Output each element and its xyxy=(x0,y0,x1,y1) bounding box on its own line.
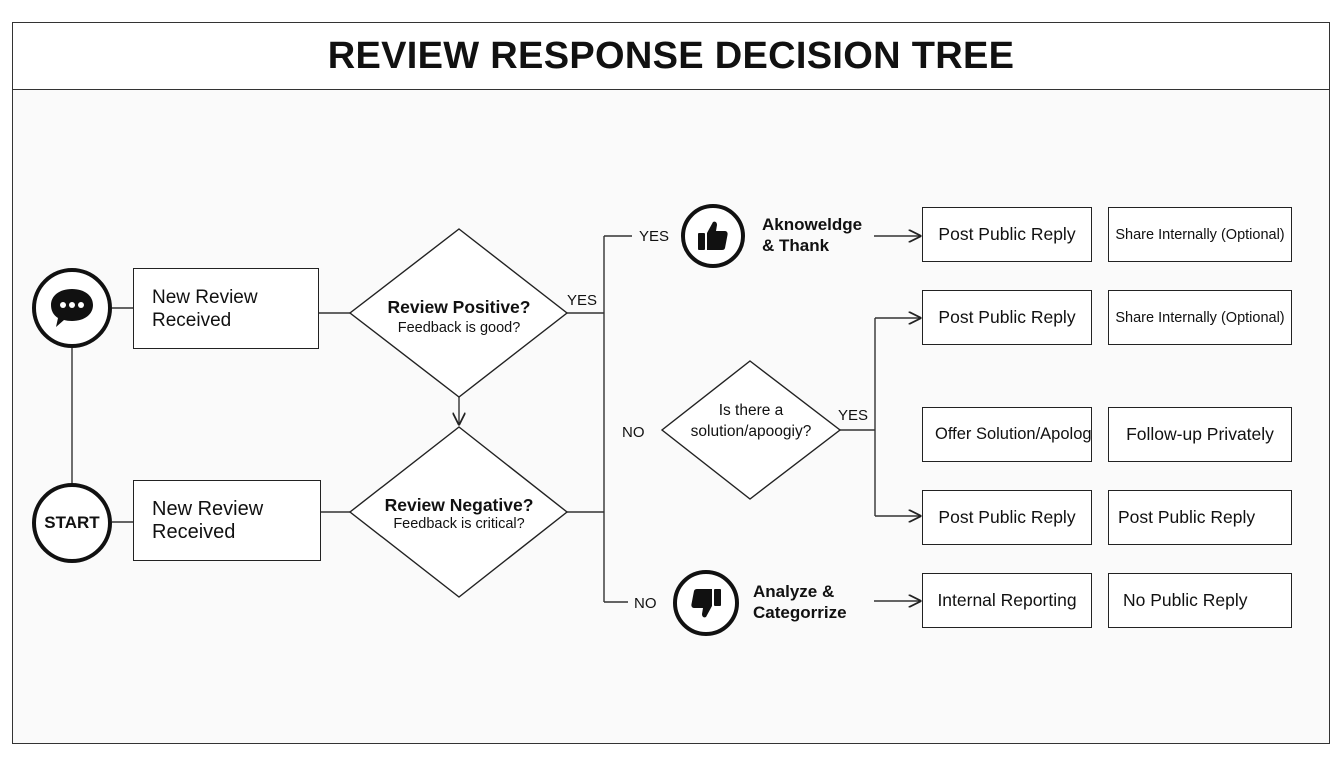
negative-question-sub: Feedback is critical? xyxy=(393,516,525,532)
action-row5-primary: Internal Reporting xyxy=(922,573,1092,628)
chat-node xyxy=(32,268,112,348)
thumbs-up-node xyxy=(681,204,745,268)
acknowledge-thank-label: Aknoweldge & Thank xyxy=(762,215,863,255)
negative-diamond xyxy=(348,426,569,598)
diagram-title: REVIEW RESPONSE DECISION TREE xyxy=(327,34,1015,77)
yes-solution-label: YES xyxy=(838,407,869,424)
action-row2-secondary: Share Internally (Optional) xyxy=(1108,290,1292,345)
action-row3-secondary: Follow-up Privately xyxy=(1108,407,1292,462)
action-row4-secondary-label: Post Public Reply xyxy=(1118,507,1256,527)
action-row5-secondary-label: No Public Reply xyxy=(1123,590,1248,610)
action-row2-primary: Post Public Reply xyxy=(922,290,1092,345)
action-row2-primary-label: Post Public Reply xyxy=(938,307,1076,327)
positive-question-title: Review Positive? xyxy=(387,297,531,317)
thumbs-up-icon xyxy=(698,221,728,250)
action-row1-secondary: Share Internally (Optional) xyxy=(1108,207,1292,262)
action-row4-secondary: Post Public Reply xyxy=(1108,490,1292,545)
yes-branch-label: YES xyxy=(639,228,670,245)
action-row3-primary-label: Offer Solution/Apologiy xyxy=(935,425,1092,443)
new-review-bottom-label: New Review Received xyxy=(152,497,264,543)
new-review-bottom-box: New Review Received xyxy=(133,480,321,561)
new-review-top-box: New Review Received xyxy=(133,268,319,349)
action-row3-secondary-label: Follow-up Privately xyxy=(1126,424,1274,444)
solution-diamond xyxy=(660,360,842,500)
analyze-categorize-label: Analyze & Categorrize xyxy=(753,582,847,622)
action-row3-primary: Offer Solution/Apologiy xyxy=(922,407,1092,462)
start-node: START xyxy=(32,483,112,563)
solution-question-line1: Is there a xyxy=(718,402,784,419)
speech-bubble-icon xyxy=(51,289,93,327)
action-row5-primary-label: Internal Reporting xyxy=(937,590,1077,610)
positive-question-sub: Feedback is good? xyxy=(397,320,521,336)
action-row5-secondary: No Public Reply xyxy=(1108,573,1292,628)
solution-question-line2: solution/apoogiy? xyxy=(690,423,812,440)
start-label: START xyxy=(44,513,100,532)
action-row1-secondary-label: Share Internally (Optional) xyxy=(1115,226,1285,243)
no-bottom-label: NO xyxy=(634,595,657,612)
action-row1-primary-label: Post Public Reply xyxy=(938,224,1076,244)
positive-diamond xyxy=(348,228,569,398)
action-row2-secondary-label: Share Internally (Optional) xyxy=(1115,309,1285,326)
yes-positive-label: YES xyxy=(567,292,598,309)
thumbs-down-icon xyxy=(691,589,721,618)
negative-question-title: Review Negative? xyxy=(384,495,534,515)
action-row4-primary: Post Public Reply xyxy=(922,490,1092,545)
no-branch-label: NO xyxy=(622,424,645,441)
action-row4-primary-label: Post Public Reply xyxy=(938,507,1076,527)
action-row1-primary: Post Public Reply xyxy=(922,207,1092,262)
new-review-top-label: New Review Received xyxy=(152,286,258,331)
thumbs-down-node xyxy=(673,570,739,636)
title-bar: REVIEW RESPONSE DECISION TREE xyxy=(12,22,1330,90)
